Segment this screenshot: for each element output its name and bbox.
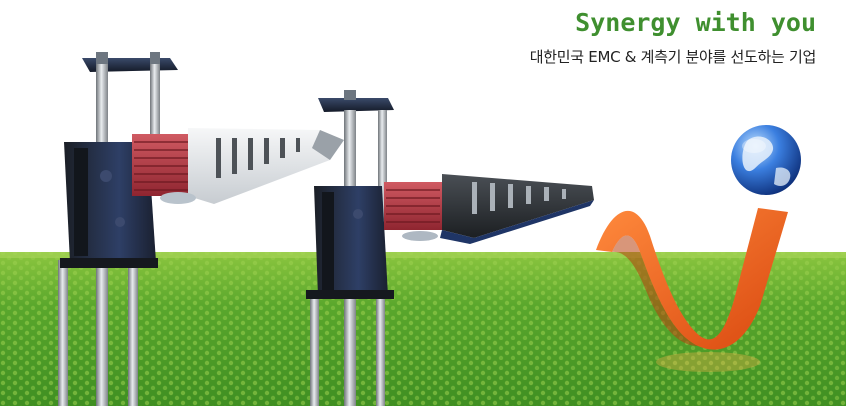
log-periodic-antenna-dark (384, 174, 594, 244)
green-field (0, 252, 846, 406)
company-logo-swoosh (596, 208, 788, 372)
log-periodic-antenna-white (132, 128, 344, 204)
brand-title: Synergy with you (575, 8, 816, 37)
brand-subtitle: 대한민국 EMC & 계측기 분야를 선도하는 기업 (529, 48, 817, 66)
globe-icon (731, 125, 801, 195)
antenna-mast-right (306, 90, 394, 406)
